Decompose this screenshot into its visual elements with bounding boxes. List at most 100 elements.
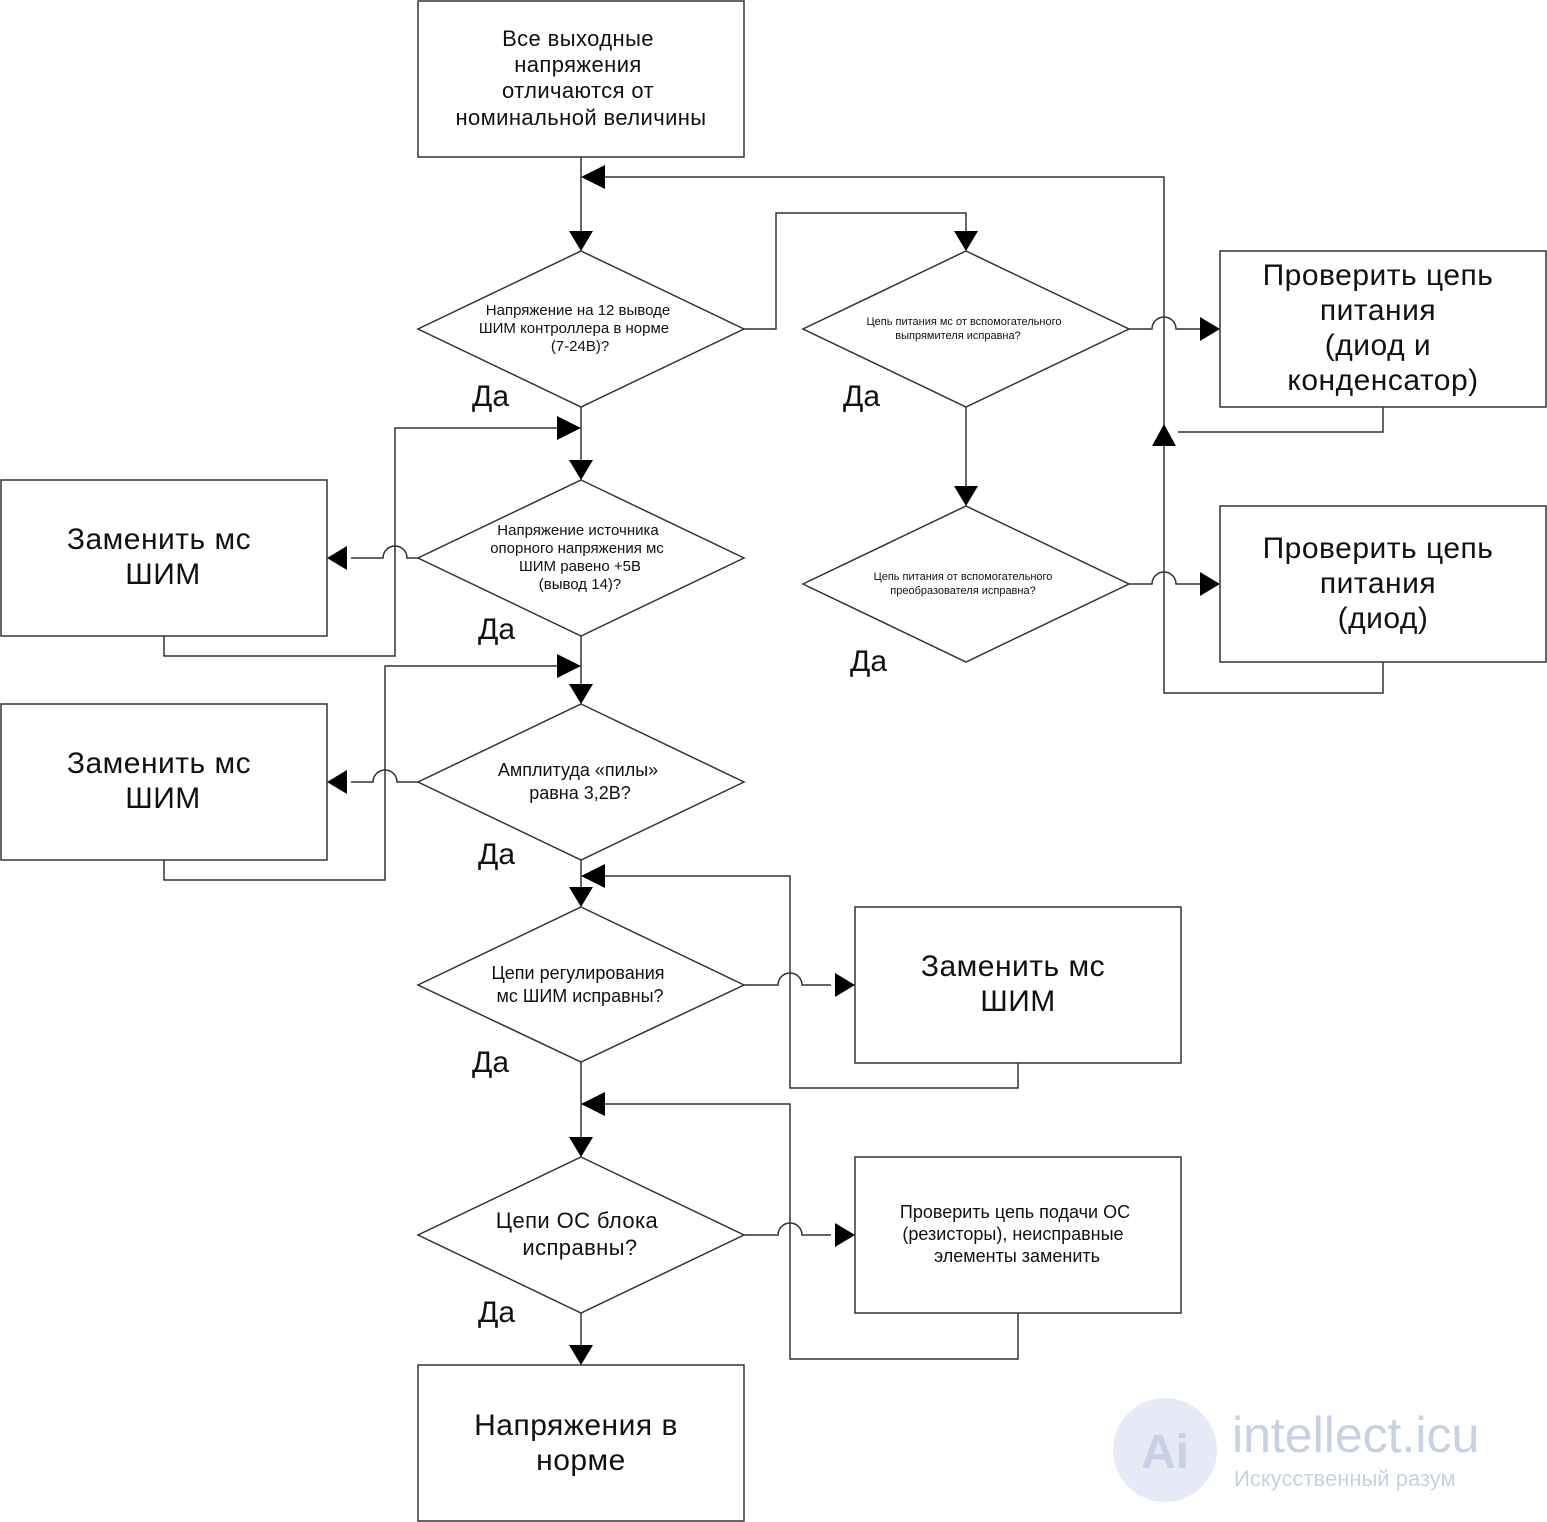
arrow-left-into-spine-top	[581, 165, 605, 189]
arrow-down-to-pin12	[569, 231, 593, 251]
pin12-line-2: ШИМ контроллера в норме	[479, 320, 669, 337]
fb-text: Цепи ОС блока исправны?	[496, 1208, 658, 1260]
arrow-down-to-fb	[569, 1137, 593, 1157]
start-text: Все выходные напряжения отличаются от но…	[455, 26, 706, 130]
reg-line-2: мс ШИМ исправны?	[496, 986, 663, 1006]
replace-1-line-1: Заменить мс	[67, 523, 251, 556]
decision-saw-amplitude	[416, 703, 746, 861]
ref-text: Напряжение источника опорного напряжения…	[490, 522, 664, 593]
action-replace-pwm-3	[854, 906, 1182, 1064]
start-line-1: Все выходные	[502, 26, 654, 51]
watermark-tagline: Искусственный разум	[1234, 1466, 1456, 1491]
end-line-1: Напряжения в	[474, 1409, 678, 1442]
edge-ref-no	[351, 545, 418, 559]
decision-regulation-circuits	[416, 906, 746, 1063]
watermark-logo-circle	[1113, 1398, 1217, 1502]
check-diode-cap-line-2: питания	[1320, 294, 1436, 327]
replace-1-line-2: ШИМ	[125, 558, 201, 591]
action-replace-pwm-2	[0, 703, 328, 861]
edge-pin12-no	[744, 212, 967, 330]
edge-return-to-top	[605, 176, 1165, 432]
saw-text: Амплитуда «пилы» равна 3,2В?	[498, 760, 658, 803]
arrowheads	[327, 165, 1220, 1365]
check-diode-line-2: питания	[1320, 567, 1436, 600]
arrow-right-into-spine-saw	[557, 654, 581, 678]
yes-label-saw: Да	[478, 838, 515, 871]
action-check-feedback	[854, 1156, 1182, 1314]
decision-aux-converter	[801, 505, 1131, 663]
check-diode-line-1: Проверить цепь	[1263, 532, 1494, 565]
start-line-3: отличаются от	[502, 78, 654, 103]
replace-2-line-2: ШИМ	[125, 782, 201, 815]
action-check-diode	[1219, 505, 1547, 663]
ref-line-2: опорного напряжения мс	[490, 540, 664, 557]
reg-line-1: Цепи регулирования	[491, 963, 664, 983]
start-box	[417, 0, 745, 158]
edge-return-diode-cap	[1178, 407, 1384, 433]
edge-return-replace-2	[163, 665, 557, 881]
watermark-brand: intellect.icu	[1232, 1407, 1479, 1463]
yes-label-fb: Да	[478, 1296, 515, 1329]
aux-rect-text: Цепь питания мс от вспомогательного выпр…	[867, 316, 1062, 342]
check-diode-cap-text: Проверить цепь питания (диод и конденсат…	[1263, 259, 1494, 397]
edge-return-replace-1	[163, 427, 557, 657]
edge-aux-rect-no	[1129, 316, 1202, 330]
end-box	[417, 1364, 745, 1522]
aux-conv-text: Цепь питания от вспомогательного преобра…	[874, 571, 1053, 597]
watermark: Ai intellect.icu Искусственный разум	[1113, 1398, 1479, 1502]
arrow-down-to-ref	[569, 460, 593, 480]
check-diode-line-3: (диод)	[1338, 602, 1429, 635]
arrow-up-merge	[1152, 424, 1176, 446]
arrow-left-into-spine-reg	[581, 864, 605, 888]
arrow-right-to-diode-cap	[1200, 317, 1220, 341]
pin12-line-1: Напряжение на 12 выводе	[486, 302, 670, 319]
fb-line-2: исправны?	[522, 1235, 637, 1260]
arrow-left-into-spine-fb	[581, 1092, 605, 1116]
check-diode-text: Проверить цепь питания (диод)	[1263, 532, 1494, 635]
aux-rect-line-1: Цепь питания мс от вспомогательного	[867, 316, 1062, 328]
yes-labels: Да Да Да Да Да Да Да	[472, 380, 887, 1329]
check-fb-line-3: элементы заменить	[934, 1246, 1100, 1266]
saw-line-1: Амплитуда «пилы»	[498, 760, 658, 780]
edge-aux-conv-no	[1129, 571, 1202, 585]
arrow-down-to-reg	[569, 887, 593, 907]
connectors	[163, 157, 1384, 1360]
yes-label-ref: Да	[478, 613, 515, 646]
replace-3-line-1: Заменить мс	[921, 950, 1105, 983]
aux-rect-line-2: выпрямителя исправна?	[895, 330, 1020, 342]
arrow-right-to-replace-3	[835, 973, 855, 997]
yes-label-aux-conv: Да	[850, 645, 887, 678]
arrow-down-to-aux-conv	[954, 486, 978, 506]
arrow-down-to-end	[569, 1345, 593, 1365]
replace-2-line-1: Заменить мс	[67, 747, 251, 780]
yes-label-aux-rect: Да	[843, 380, 880, 413]
arrow-right-into-spine-ref	[557, 416, 581, 440]
aux-conv-line-1: Цепь питания от вспомогательного	[874, 571, 1053, 583]
watermark-logo-letters: Ai	[1141, 1426, 1189, 1479]
ref-line-4: (вывод 14)?	[539, 576, 622, 593]
check-diode-cap-line-4: конденсатор)	[1287, 364, 1478, 397]
replace-1-text: Заменить мс ШИМ	[67, 523, 251, 591]
arrow-right-to-diode	[1200, 572, 1220, 596]
check-fb-line-1: Проверить цепь подачи ОС	[900, 1202, 1130, 1222]
check-fb-text: Проверить цепь подачи ОС (резисторы), не…	[900, 1202, 1130, 1266]
edge-return-replace-3	[605, 875, 1019, 1089]
saw-line-2: равна 3,2В?	[529, 783, 631, 803]
aux-conv-line-2: преобразователя исправна?	[890, 585, 1035, 597]
action-check-diode-capacitor	[1219, 250, 1547, 408]
check-diode-cap-line-1: Проверить цепь	[1263, 259, 1494, 292]
check-diode-cap-line-3: (диод и	[1325, 329, 1431, 362]
yes-label-reg: Да	[472, 1046, 509, 1079]
edge-reg-no	[744, 972, 831, 986]
edge-return-diode	[1163, 446, 1384, 694]
arrow-left-to-replace-2	[327, 770, 347, 794]
arrow-right-to-check-fb	[835, 1223, 855, 1247]
arrow-down-to-aux-rect	[954, 231, 978, 251]
replace-3-text: Заменить мс ШИМ	[921, 950, 1105, 1018]
start-line-2: напряжения	[514, 52, 642, 77]
replace-2-text: Заменить мс ШИМ	[67, 747, 251, 815]
start-line-4: номинальной величины	[455, 105, 706, 130]
ref-line-3: ШИМ равено +5В	[519, 558, 641, 575]
ref-line-1: Напряжение источника	[497, 522, 659, 539]
